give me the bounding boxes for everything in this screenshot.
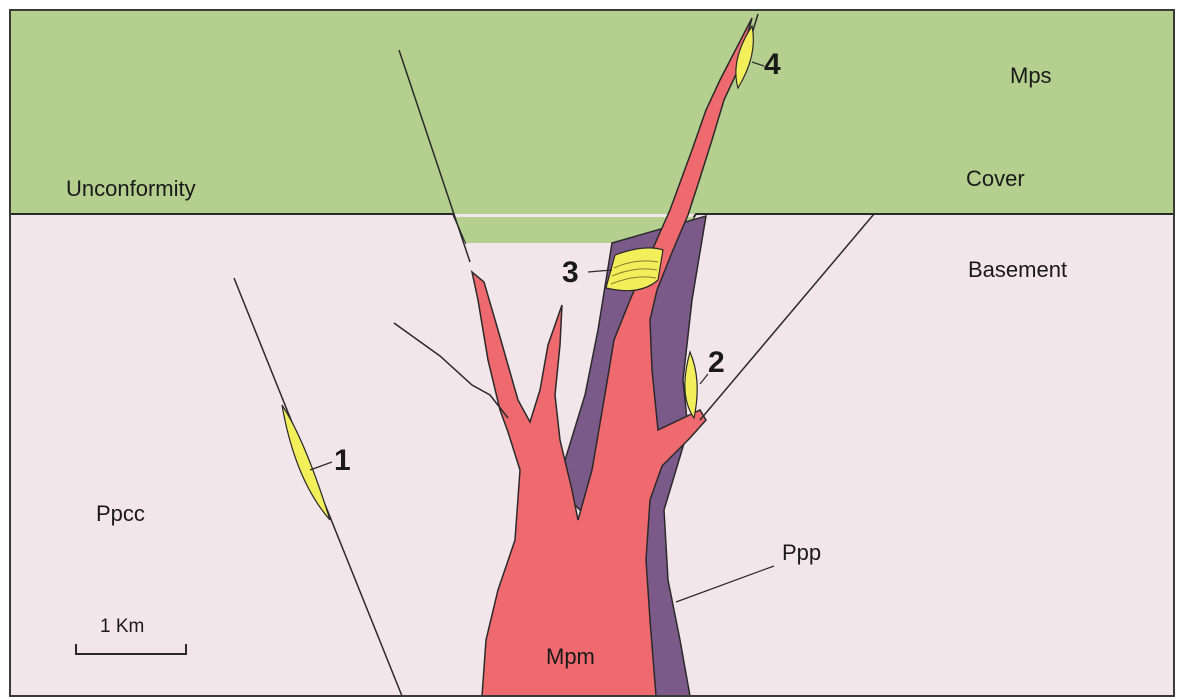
deposit-1-number: 1 <box>334 444 351 477</box>
deposit-4-number: 4 <box>764 48 781 81</box>
label-cover: Cover <box>966 166 1025 191</box>
label-scale: 1 Km <box>100 616 144 637</box>
deposit-3-number: 3 <box>562 256 579 289</box>
deposit-2-number: 2 <box>708 346 725 379</box>
label-ppcc: Ppcc <box>96 501 145 526</box>
label-mpm: Mpm <box>546 644 595 669</box>
label-mps: Mps <box>1010 63 1052 88</box>
label-ppp: Ppp <box>782 540 821 565</box>
label-basement: Basement <box>968 257 1067 282</box>
label-unconformity: Unconformity <box>66 176 196 201</box>
